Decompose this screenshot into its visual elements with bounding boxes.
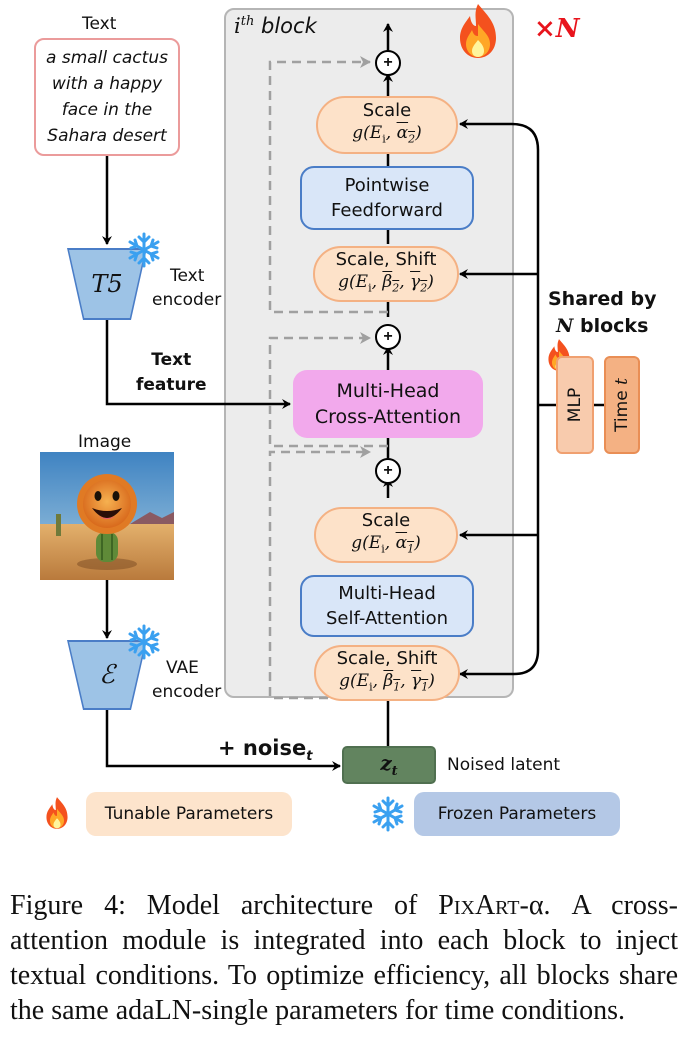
module-title: Scale <box>362 99 412 121</box>
module-title-line-2: Self-Attention <box>325 608 449 629</box>
text-feature-label: Text feature <box>136 348 207 398</box>
latent-symbol: zt <box>380 751 398 779</box>
legend-tunable-parameters: Tunable Parameters <box>86 792 292 836</box>
module-formula: g(Ei, α2) <box>352 122 422 146</box>
self-attention-module[interactable]: Multi-Head Self-Attention <box>300 575 474 637</box>
text-prompt-box: a small cactus with a happy face in the … <box>34 38 180 156</box>
module-title-line-1: Multi-Head <box>338 583 436 604</box>
cactus-image <box>40 452 174 580</box>
noised-latent-label: Noised latent <box>447 755 561 775</box>
arrow-t5-to-cross-attention <box>105 318 291 409</box>
sum-node-cross-attn: + <box>375 324 401 350</box>
caption-model-name: PixArt <box>438 890 520 921</box>
scale-module-1[interactable]: Scale g(Ei, α1) <box>314 507 458 563</box>
module-title: Scale, Shift <box>335 248 437 270</box>
prompt-line: a small cactus <box>46 48 168 68</box>
block-index-var: i <box>234 14 241 38</box>
residual-cross-attn <box>268 332 388 448</box>
text-encoder-label: Text encoder <box>152 264 221 312</box>
shared-label: Shared by N blocks <box>548 288 657 337</box>
arrow-shared-to-scale-2 <box>459 119 540 300</box>
module-title-line-2: Feedforward <box>331 200 443 221</box>
residual-ffn <box>268 56 388 314</box>
figure-caption: Figure 4: Model architecture of PixArt-α… <box>10 888 678 1028</box>
image-input-label: Image <box>78 432 132 452</box>
module-title-line-2: Cross-Attention <box>314 406 462 428</box>
cross-attention-module[interactable]: Multi-Head Cross-Attention <box>293 370 483 438</box>
mlp-label: MLP <box>565 387 586 423</box>
legend-frozen-parameters: Frozen Parameters <box>414 792 620 836</box>
vae-encoder-label: VAE encoder <box>152 656 221 704</box>
sum-node-self-attn: + <box>375 458 401 484</box>
scale-shift-module-1[interactable]: Scale, Shift g(Ei, β1, γ1) <box>314 645 460 701</box>
scale-shift-module-2[interactable]: Scale, Shift g(Ei, β2, γ2) <box>313 246 459 302</box>
time-label: Time t <box>612 378 633 432</box>
noised-latent-box: zt <box>342 746 436 784</box>
label-line: Text <box>151 350 192 370</box>
scale-module-2[interactable]: Scale g(Ei, α2) <box>316 96 458 154</box>
block-title: ith block <box>234 14 317 38</box>
sum-node-ffn: + <box>375 50 401 76</box>
label-line: Text <box>170 266 205 286</box>
caption-text: A cross-attention module is integrated i… <box>10 890 679 1026</box>
label-line: Shared by <box>548 288 657 310</box>
label-line: encoder <box>152 290 222 310</box>
noise-sub: t <box>306 749 313 765</box>
pointwise-feedforward-module[interactable]: Pointwise Feedforward <box>300 166 474 230</box>
label-line: encoder <box>152 682 222 702</box>
label-line: VAE <box>166 658 199 678</box>
residual-self-attn <box>268 446 388 700</box>
mlp-module[interactable]: MLP <box>556 356 594 454</box>
module-title-line-1: Pointwise <box>344 175 430 196</box>
fire-icon <box>460 4 496 58</box>
time-input: Time t <box>604 356 640 454</box>
module-title: Scale <box>361 509 411 531</box>
noise-text: + noise <box>218 736 307 760</box>
module-title: Scale, Shift <box>336 647 438 669</box>
block-title-text: block <box>261 14 317 38</box>
arrow-vae-to-latent <box>105 708 341 771</box>
snowflake-icon <box>128 232 160 268</box>
module-formula: g(Ei, β1, γ1) <box>339 670 435 694</box>
repeat-n-label: ×N <box>534 14 580 44</box>
t5-symbol: T5 <box>91 270 123 298</box>
arrow-shared-to-scale-shift-1 <box>459 649 540 679</box>
module-formula: g(Ei, β2, γ2) <box>338 271 434 295</box>
module-title-line-1: Multi-Head <box>336 380 440 402</box>
label-line: feature <box>136 375 207 395</box>
vae-symbol: ℰ <box>99 660 115 690</box>
caption-prefix: Figure 4: Model architecture of <box>10 890 439 921</box>
snowflake-icon <box>372 796 404 832</box>
noise-label: + noiset <box>218 736 312 764</box>
caption-model-suffix: -α. <box>519 890 551 921</box>
snowflake-icon <box>128 624 160 660</box>
text-input-label: Text <box>82 14 117 34</box>
module-formula: g(Ei, α1) <box>351 532 421 556</box>
prompt-line: face in the <box>61 100 153 120</box>
block-index-sup: th <box>240 14 255 29</box>
prompt-line: with a happy <box>51 74 163 94</box>
fire-icon <box>46 797 68 829</box>
prompt-line: Sahara desert <box>47 126 167 146</box>
